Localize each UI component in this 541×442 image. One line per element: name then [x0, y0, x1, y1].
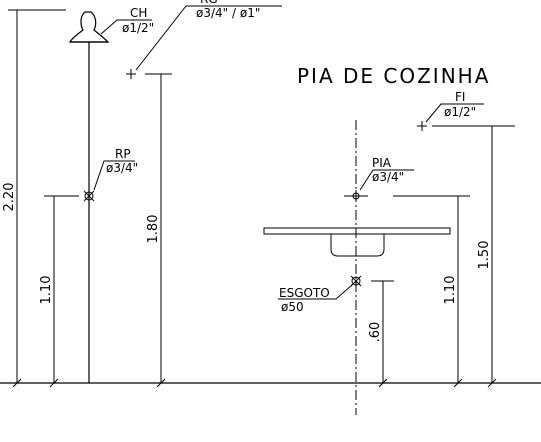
rg-code-label: RG [200, 0, 218, 6]
esgoto-leader [278, 284, 353, 300]
sink-basin [330, 234, 385, 257]
shower-head-icon [69, 11, 110, 43]
fi-code-label: FI [455, 90, 465, 104]
rg-point-icon [126, 69, 136, 79]
drawing-title: PIA DE COZINHA [297, 64, 490, 88]
pia-leader [359, 169, 414, 191]
fi-dim-label: 1.50 [477, 241, 492, 270]
ch-dim-label: 2.20 [2, 183, 17, 212]
rp-diameter-label: ø3/4" [106, 161, 138, 175]
fi-point-icon [417, 121, 427, 131]
fi-leader [425, 103, 484, 123]
fi-diameter-label: ø1/2" [444, 105, 476, 119]
ch-code-label: CH [130, 6, 147, 20]
rp-leader [93, 160, 135, 191]
rp-valve-icon [83, 190, 95, 202]
ch-diameter-label: ø1/2" [122, 21, 154, 35]
pia-diameter-label: ø3/4" [372, 170, 404, 184]
rp-dim-label: 1.10 [39, 276, 54, 305]
rg-leader [135, 5, 282, 71]
ch-leader [100, 19, 152, 35]
pia-dim-label: 1.10 [443, 276, 458, 305]
pia-code-label: PIA [372, 156, 392, 170]
rg-diameter-label: ø3/4" / ø1" [196, 6, 260, 20]
esgoto-code-label: ESGOTO [279, 286, 330, 300]
pia-valve-icon [344, 190, 368, 202]
rg-dim-label: 1.80 [146, 215, 161, 244]
sink-countertop [263, 227, 451, 235]
rp-code-label: RP [115, 147, 131, 161]
esgoto-drain-icon [350, 275, 362, 287]
esgoto-dim-label: .60 [368, 322, 383, 343]
floor-dimension-ticks [12, 378, 497, 388]
esgoto-diameter-label: ø50 [281, 300, 304, 314]
